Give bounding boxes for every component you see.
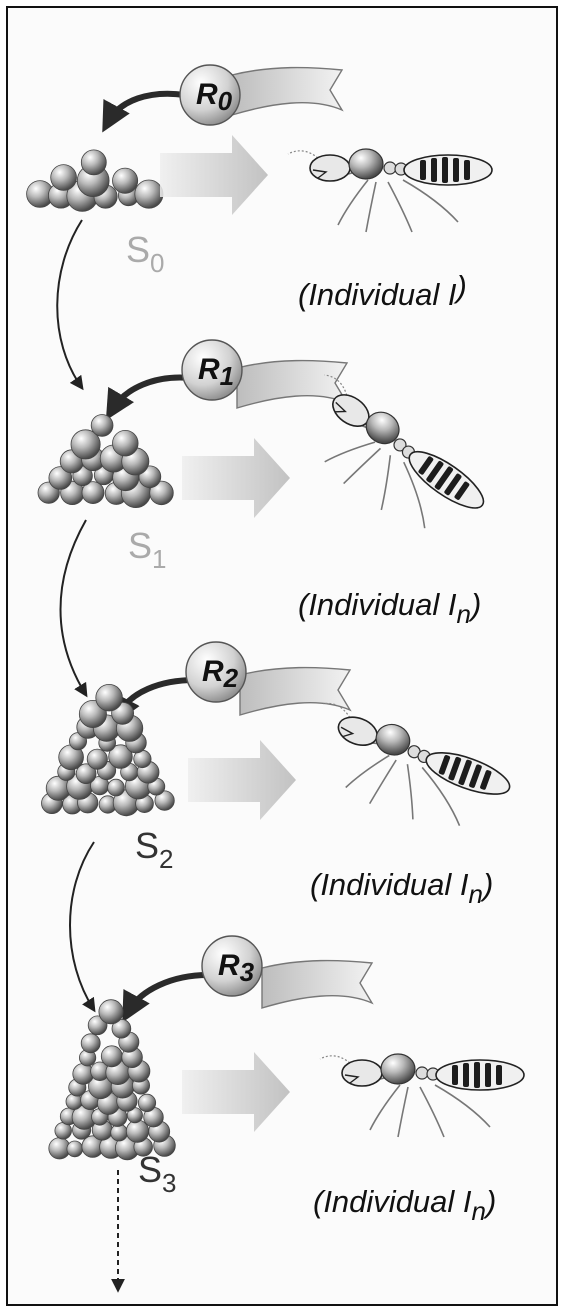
transition-arrow bbox=[61, 520, 87, 695]
stage-3: R3 S3 (Individual In) bbox=[49, 936, 524, 1226]
transition-arrow bbox=[57, 220, 82, 388]
termite-icon bbox=[320, 1054, 524, 1137]
action-arrow bbox=[182, 438, 290, 518]
stage-1: R1 S1 (Individual In) bbox=[38, 340, 494, 629]
rule-circle-icon: R3 bbox=[202, 936, 262, 996]
pellet bbox=[113, 430, 139, 456]
action-arrow bbox=[188, 740, 296, 820]
pellet-pile-icon bbox=[27, 150, 163, 212]
termite-icon bbox=[288, 149, 492, 232]
pellet bbox=[96, 684, 123, 711]
pellet-pile-icon bbox=[38, 415, 173, 508]
individual-label: (Individual I) bbox=[298, 269, 467, 312]
termite-icon bbox=[280, 371, 495, 556]
rule-arrow bbox=[108, 94, 185, 122]
action-arrow bbox=[182, 1052, 290, 1132]
stage-0: R0 S0 (Individual I) bbox=[27, 65, 492, 312]
pellet bbox=[91, 415, 113, 437]
action-arrow bbox=[160, 135, 268, 215]
individual-label: (Individual In) bbox=[310, 867, 493, 909]
pellet bbox=[51, 165, 77, 191]
rule-ribbon bbox=[262, 961, 372, 1008]
rule-arrow bbox=[128, 975, 208, 1012]
rule-circle-icon: R1 bbox=[182, 340, 242, 400]
pellet bbox=[73, 1064, 94, 1085]
pellet bbox=[108, 779, 125, 796]
individual-label: (Individual In) bbox=[298, 587, 481, 629]
pellet-pile-icon bbox=[49, 1000, 176, 1160]
rule-ribbon bbox=[237, 361, 347, 408]
transition-arrow bbox=[70, 842, 94, 1010]
pellet bbox=[135, 180, 163, 208]
state-label: S2 bbox=[135, 825, 173, 874]
rule-arrow bbox=[112, 378, 190, 410]
pellet bbox=[81, 1034, 100, 1053]
pellet bbox=[87, 749, 107, 769]
rule-ribbon bbox=[240, 668, 350, 715]
pellet bbox=[101, 1046, 122, 1067]
state-label: S1 bbox=[128, 525, 166, 574]
rule-circle-icon: R2 bbox=[186, 642, 246, 702]
stage-2: R2 S2 (Individual In) bbox=[42, 642, 517, 909]
rule-ribbon bbox=[232, 68, 342, 115]
pellet bbox=[113, 168, 138, 193]
pellet bbox=[138, 1094, 155, 1111]
pellet bbox=[67, 1141, 83, 1157]
termite-icon bbox=[296, 699, 516, 847]
individual-label: (Individual In) bbox=[313, 1184, 496, 1226]
pellet bbox=[81, 150, 106, 175]
state-label: S0 bbox=[126, 229, 164, 278]
pellet bbox=[99, 1000, 123, 1024]
pellet-pile-icon bbox=[42, 684, 175, 815]
pellet bbox=[126, 1120, 148, 1142]
rule-circle-icon: R0 bbox=[180, 65, 240, 125]
state-label: S3 bbox=[138, 1149, 176, 1198]
